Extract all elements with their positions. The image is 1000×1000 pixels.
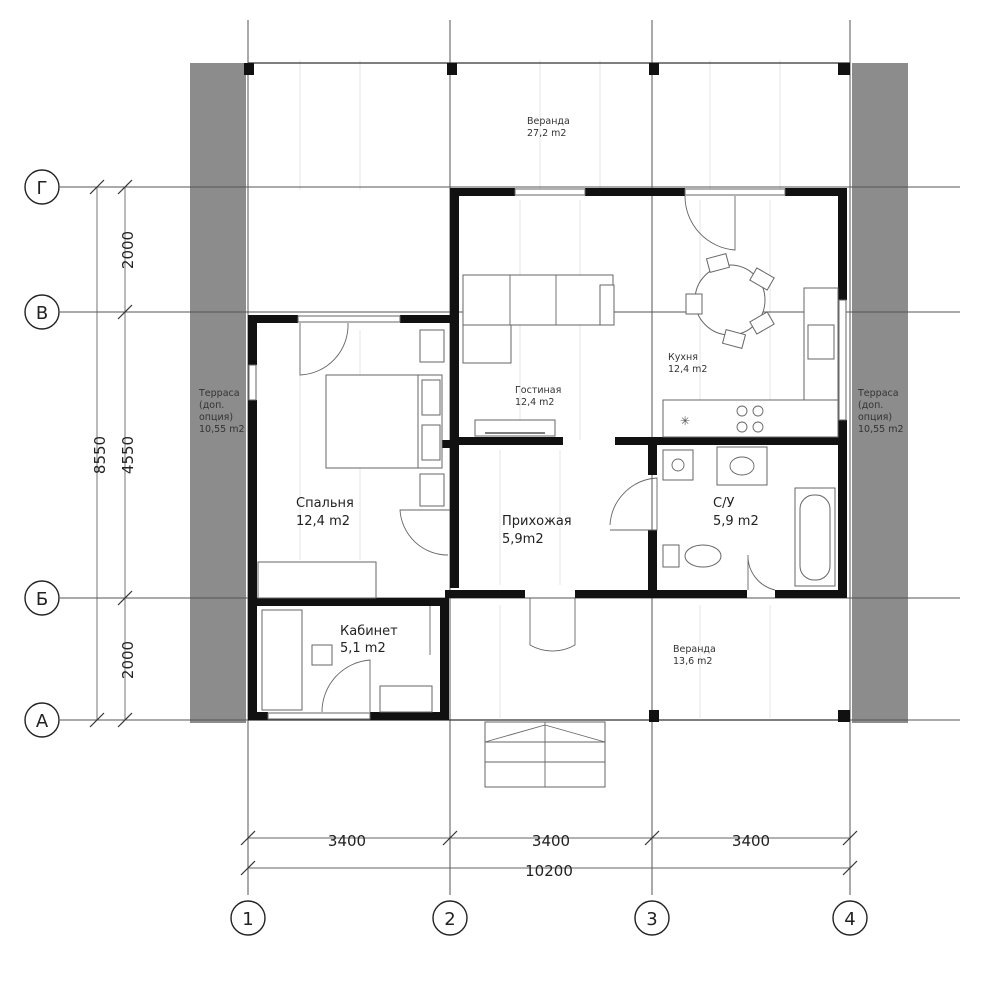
terrace-left-line1: Терраса — [198, 388, 240, 399]
svg-text:✳: ✳ — [680, 414, 690, 428]
column-axis-markers: 1 2 3 4 — [230, 900, 868, 936]
living-name: Гостиная — [515, 385, 561, 396]
axis-label-g: Г — [37, 178, 48, 199]
axis-label-2: 2 — [444, 909, 455, 930]
axis-marker-a — [24, 702, 60, 738]
dim-h-3400-3: 3400 — [732, 832, 770, 850]
axis-marker-v — [24, 294, 60, 330]
terrace-right-line2: (доп. — [858, 400, 883, 411]
terrace-right-line3: опция) — [858, 412, 892, 423]
kitchen-name: Кухня — [668, 352, 698, 363]
veranda-bottom-area: 13,6 m2 — [673, 656, 712, 667]
doors — [299, 195, 776, 713]
walls — [248, 188, 847, 720]
dim-v-total: 8550 — [91, 436, 109, 474]
living-area: 12,4 m2 — [515, 397, 554, 408]
veranda-top-area: 27,2 m2 — [527, 128, 566, 139]
kitchen-area: 12,4 m2 — [668, 364, 707, 375]
row-axis-markers: Г В Б А — [24, 169, 60, 738]
axis-marker-2 — [432, 900, 468, 936]
axis-label-b: Б — [36, 589, 48, 610]
bathroom-area: 5,9 m2 — [713, 514, 759, 529]
dim-h-3400-2: 3400 — [532, 832, 570, 850]
axis-label-3: 3 — [646, 909, 657, 930]
terrace-right-line1: Терраса — [857, 388, 899, 399]
axis-label-1: 1 — [242, 909, 253, 930]
terrace-left-area: 10,55 m2 — [199, 424, 245, 435]
axis-marker-3 — [634, 900, 670, 936]
dim-v-2000-top: 2000 — [119, 231, 137, 269]
axis-label-4: 4 — [844, 909, 855, 930]
terrace-left-line2: (доп. — [199, 400, 224, 411]
veranda-top-name: Веранда — [527, 116, 570, 127]
axis-label-v: В — [36, 303, 48, 324]
bedroom-name: Спальня — [296, 496, 354, 511]
axis-marker-4 — [832, 900, 868, 936]
bathroom-name: С/У — [713, 496, 734, 511]
hall-area: 5,9m2 — [502, 532, 544, 547]
hall-name: Прихожая — [502, 514, 572, 529]
posts — [244, 63, 850, 722]
axis-marker-g — [24, 169, 60, 205]
terrace-left-fill — [190, 63, 246, 723]
axis-marker-1 — [230, 900, 266, 936]
terrace-right-fill — [852, 63, 908, 723]
dim-v-2000-bottom: 2000 — [119, 641, 137, 679]
veranda-bottom-name: Веранда — [673, 644, 716, 655]
axis-marker-b — [24, 580, 60, 616]
terrace-left-line3: опция) — [199, 412, 233, 423]
terrace-right-area: 10,55 m2 — [858, 424, 904, 435]
dim-h-3400-1: 3400 — [328, 832, 366, 850]
horizontal-dimensions: 3400 3400 3400 10200 — [240, 830, 858, 880]
vertical-dimensions: 2000 4550 2000 8550 — [89, 179, 137, 728]
dim-v-4550: 4550 — [119, 436, 137, 474]
windows — [248, 188, 847, 720]
bedroom-area: 12,4 m2 — [296, 514, 350, 529]
furniture: ✳ — [257, 253, 839, 788]
dim-h-total: 10200 — [525, 862, 573, 880]
office-area: 5,1 m2 — [340, 641, 386, 656]
room-labels: Веранда 27,2 m2 Гостиная 12,4 m2 Кухня 1… — [198, 116, 904, 667]
office-name: Кабинет — [340, 624, 398, 639]
axis-label-a: А — [36, 711, 49, 732]
